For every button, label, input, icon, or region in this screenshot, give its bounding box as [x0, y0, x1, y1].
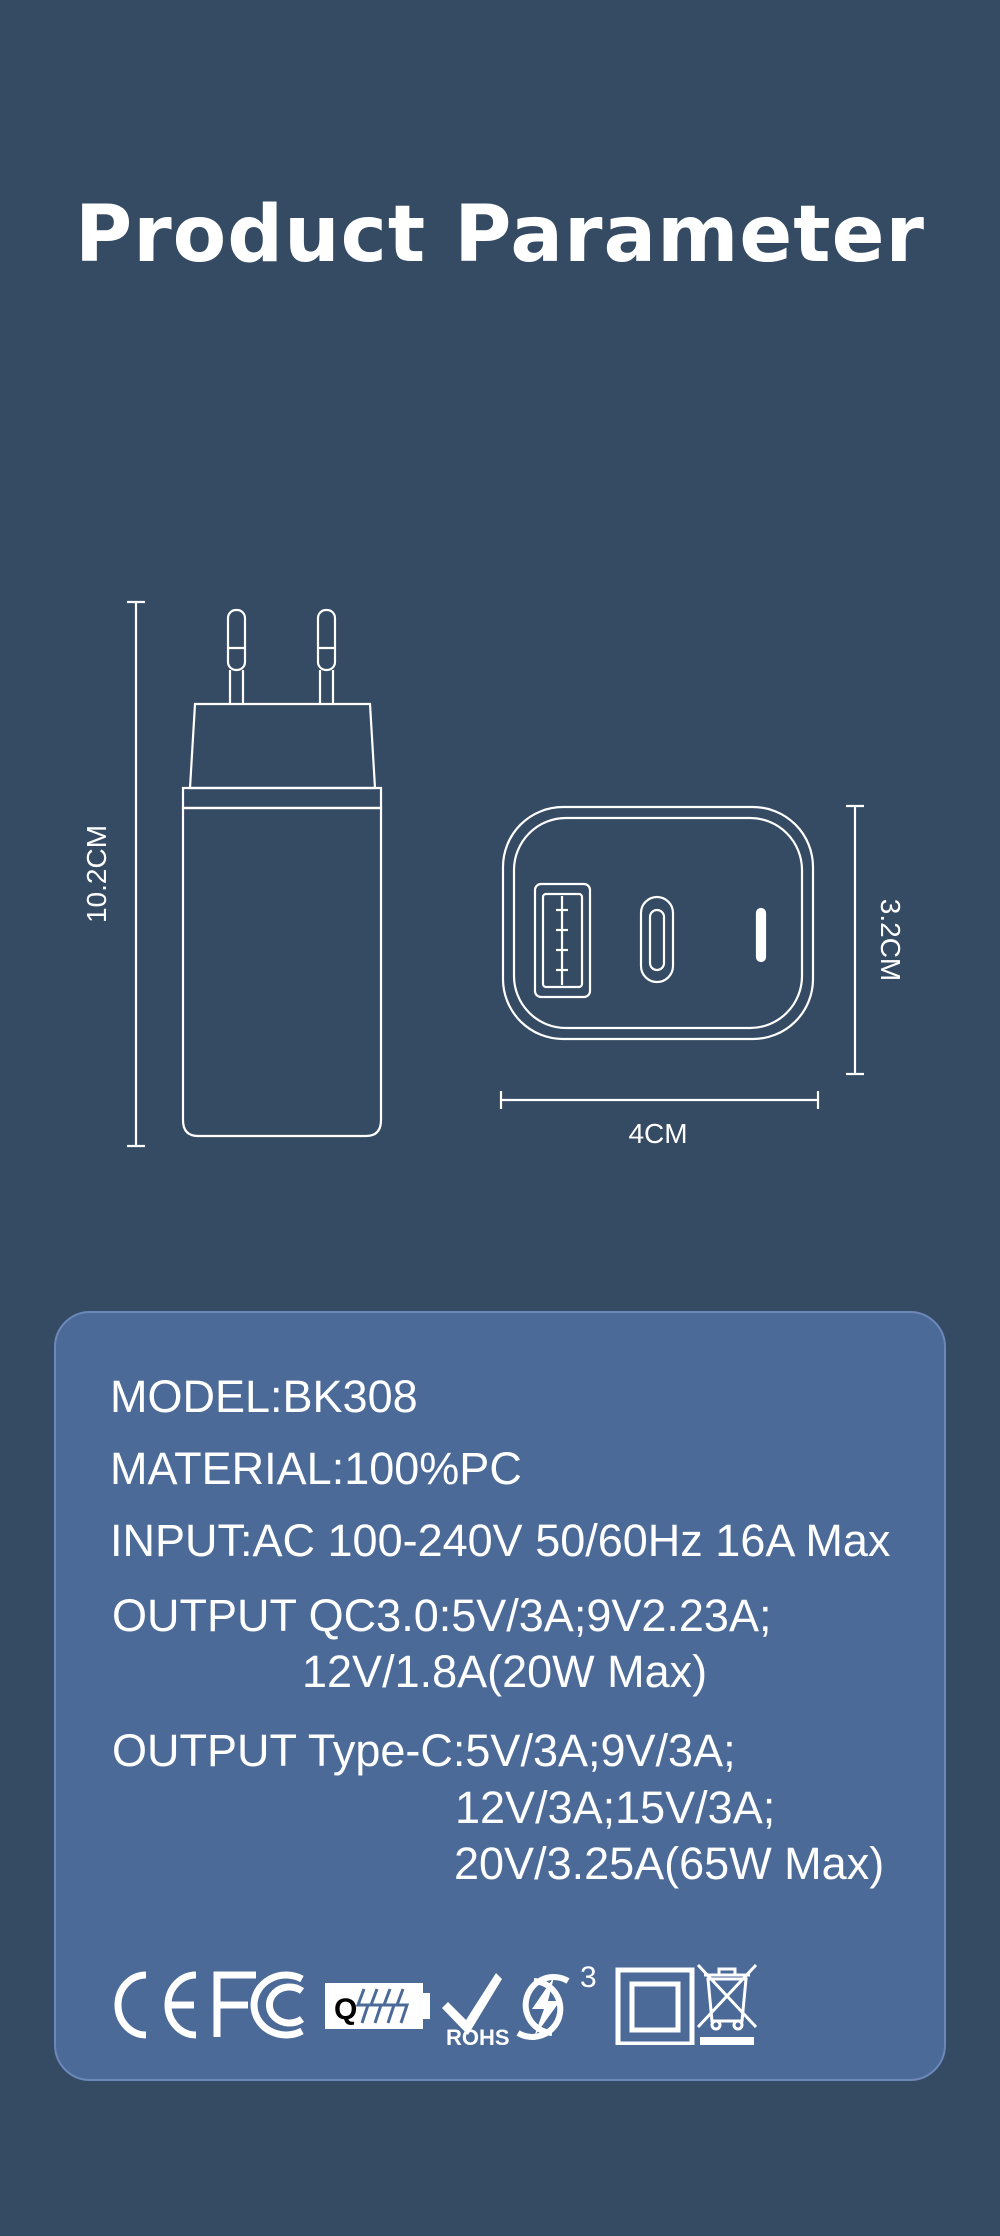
svg-text:3: 3	[580, 1961, 597, 1994]
qc3-bolt-icon: 3	[516, 1961, 597, 2040]
charger-dimension-diagram: 10.2CM 3.2CM 4CM	[81, 600, 906, 1149]
spec-model: MODEL:BK308	[110, 1371, 418, 1422]
spec-output-typec-line3: 20V/3.25A(65W Max)	[454, 1838, 885, 1889]
led-indicator	[755, 907, 767, 963]
spec-material: MATERIAL:100%PC	[110, 1443, 522, 1494]
plug-collar	[181, 786, 383, 810]
charger-body	[181, 806, 383, 1138]
weee-crossed-bin-icon	[696, 1963, 758, 2045]
spec-card: MODEL:BK308 MATERIAL:100%PC INPUT:AC 100…	[54, 1311, 946, 2081]
page-title: Product Parameter	[75, 190, 925, 280]
usb-a-port	[533, 882, 592, 999]
spec-output-qc-line2: 12V/1.8A(20W Max)	[302, 1646, 708, 1697]
class-ii-double-square-icon	[615, 1967, 695, 2045]
fcc-mark-icon	[213, 1971, 305, 2039]
rohs-check-icon: ROHS	[442, 1973, 510, 2045]
width-label: 4CM	[628, 1118, 687, 1149]
quick-charge-badge-icon: Q	[325, 1983, 430, 2029]
plug-pins	[226, 608, 337, 704]
plug-head	[188, 702, 377, 790]
charger-front-outer	[501, 805, 815, 1041]
height-label: 10.2CM	[81, 825, 112, 923]
ce-mark-icon	[114, 1971, 197, 2039]
usb-c-port	[639, 895, 675, 984]
spec-input: INPUT:AC 100-240V 50/60Hz 16A Max	[110, 1515, 891, 1566]
spec-output-typec-line2: 12V/3A;15V/3A;	[455, 1782, 776, 1833]
svg-text:Q: Q	[334, 1993, 357, 2026]
svg-text:ROHS: ROHS	[446, 2025, 510, 2045]
depth-label: 3.2CM	[875, 899, 906, 981]
certification-icons: Q ROHS 3	[114, 1961, 758, 2045]
spec-output-qc-line1: OUTPUT QC3.0:5V/3A;9V2.23A;	[112, 1590, 772, 1641]
spec-output-typec-line1: OUTPUT Type-C:5V/3A;9V/3A;	[112, 1725, 736, 1776]
charger-front-inner	[512, 816, 804, 1030]
